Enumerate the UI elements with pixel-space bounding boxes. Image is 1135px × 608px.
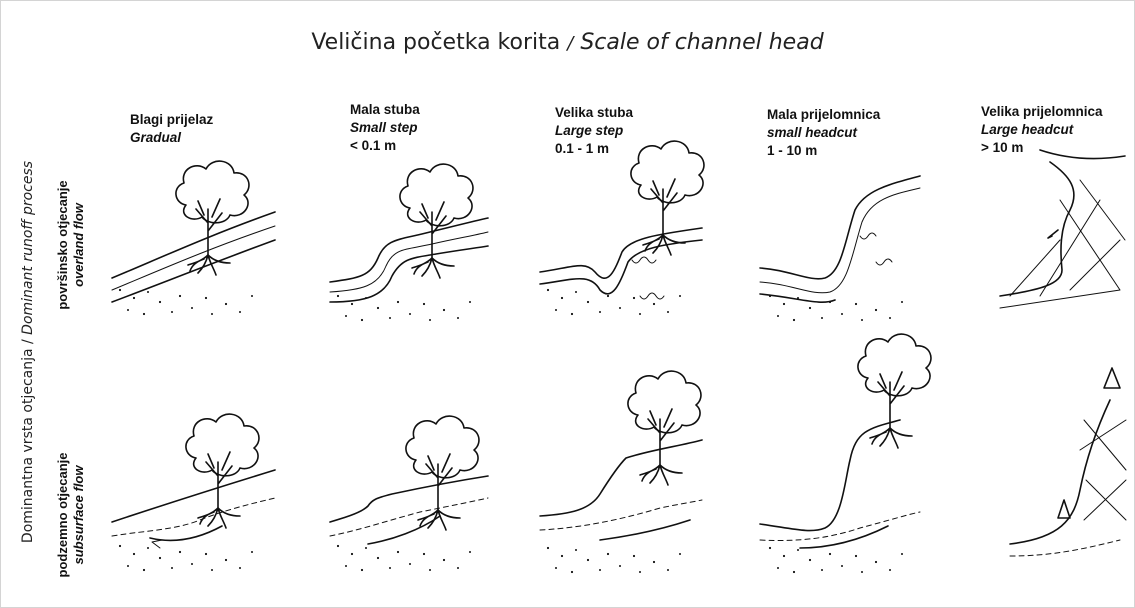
- sketch-gradual-overland: [112, 161, 275, 315]
- sketch-large-headcut-overland: [1000, 150, 1125, 308]
- sketch-gradual-subsurface: [112, 414, 275, 571]
- sketch-small-step-overland: [330, 164, 488, 321]
- sketch-small-headcut-overland: [760, 176, 920, 321]
- sketch-small-headcut-subsurface: [760, 334, 931, 573]
- sketch-large-headcut-subsurface: [1010, 368, 1126, 556]
- sketch-large-step-subsurface: [540, 371, 702, 573]
- sketch-large-step-overland: [540, 141, 704, 315]
- sketch-small-step-subsurface: [330, 416, 488, 571]
